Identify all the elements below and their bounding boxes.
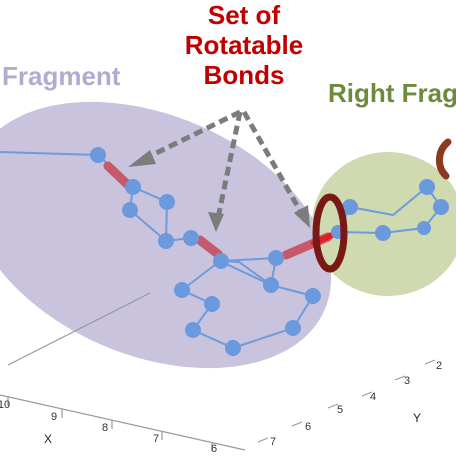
atom	[417, 221, 431, 235]
atom	[213, 253, 229, 269]
y-tick-label: 6	[305, 421, 311, 433]
y-axis-ticks	[257, 359, 436, 443]
x-axis-tick-labels: 10 9 8 7 6	[0, 399, 217, 455]
x-tick-label: 10	[0, 399, 10, 411]
y-tick-label: 7	[270, 436, 276, 448]
rotation-arrow-icon	[436, 138, 452, 180]
x-axis-line	[0, 394, 246, 451]
atom	[90, 147, 106, 163]
bonds-label-line-3: Bonds	[204, 60, 285, 90]
bonds-label-line-2: Rotatable	[185, 30, 303, 60]
y-axis-title: Y	[413, 411, 421, 425]
bonds-label-line-1: Set of	[208, 0, 281, 30]
pointer-arrow-1	[140, 109, 242, 163]
y-axis-tick-labels: 7 6 5 4 3 2	[270, 360, 442, 448]
y-tick-label: 5	[337, 404, 343, 416]
rotation-highlight-ring	[312, 193, 348, 273]
atom	[174, 282, 190, 298]
arrowhead-1	[128, 150, 156, 167]
y-tick-label: 4	[370, 391, 376, 403]
x-tick-label: 8	[102, 422, 108, 434]
z-axis-guide	[7, 292, 151, 366]
atom	[204, 296, 220, 312]
atom	[285, 320, 301, 336]
atom	[375, 225, 391, 241]
atom	[122, 202, 138, 218]
right-fragment-label: Right Frag	[328, 78, 456, 108]
right-fragment-region	[312, 152, 456, 296]
rotatable-bond-2	[195, 235, 223, 259]
left-fragment-label: Fragment	[2, 61, 121, 91]
y-tick-label: 3	[404, 375, 410, 387]
atom	[183, 230, 199, 246]
atom	[185, 322, 201, 338]
atom	[263, 277, 279, 293]
atom	[158, 233, 174, 249]
arrowhead-3	[294, 205, 310, 228]
atom	[342, 199, 358, 215]
rotatable-bonds-label: Set of Rotatable Bonds	[185, 0, 303, 90]
x-tick-label: 9	[51, 411, 57, 423]
atom	[305, 288, 321, 304]
x-tick-label: 6	[211, 443, 217, 455]
y-tick-label: 2	[436, 360, 442, 372]
pointer-arrows	[140, 109, 306, 219]
atom	[419, 179, 435, 195]
x-tick-label: 7	[153, 433, 159, 445]
left-fragment-region	[0, 101, 332, 369]
atom	[433, 199, 449, 215]
atom	[125, 179, 141, 195]
pointer-arrow-3	[241, 110, 306, 218]
pointer-arrow-2	[215, 111, 243, 219]
x-axis-title: X	[44, 432, 52, 446]
atom	[159, 194, 175, 210]
rotatable-bond-1	[103, 161, 133, 190]
arrowhead-2	[208, 212, 224, 232]
axes	[0, 292, 436, 451]
atom	[268, 250, 284, 266]
atom	[225, 340, 241, 356]
atoms	[90, 147, 449, 356]
arrowheads	[128, 150, 310, 232]
x-axis-ticks	[7, 397, 213, 451]
